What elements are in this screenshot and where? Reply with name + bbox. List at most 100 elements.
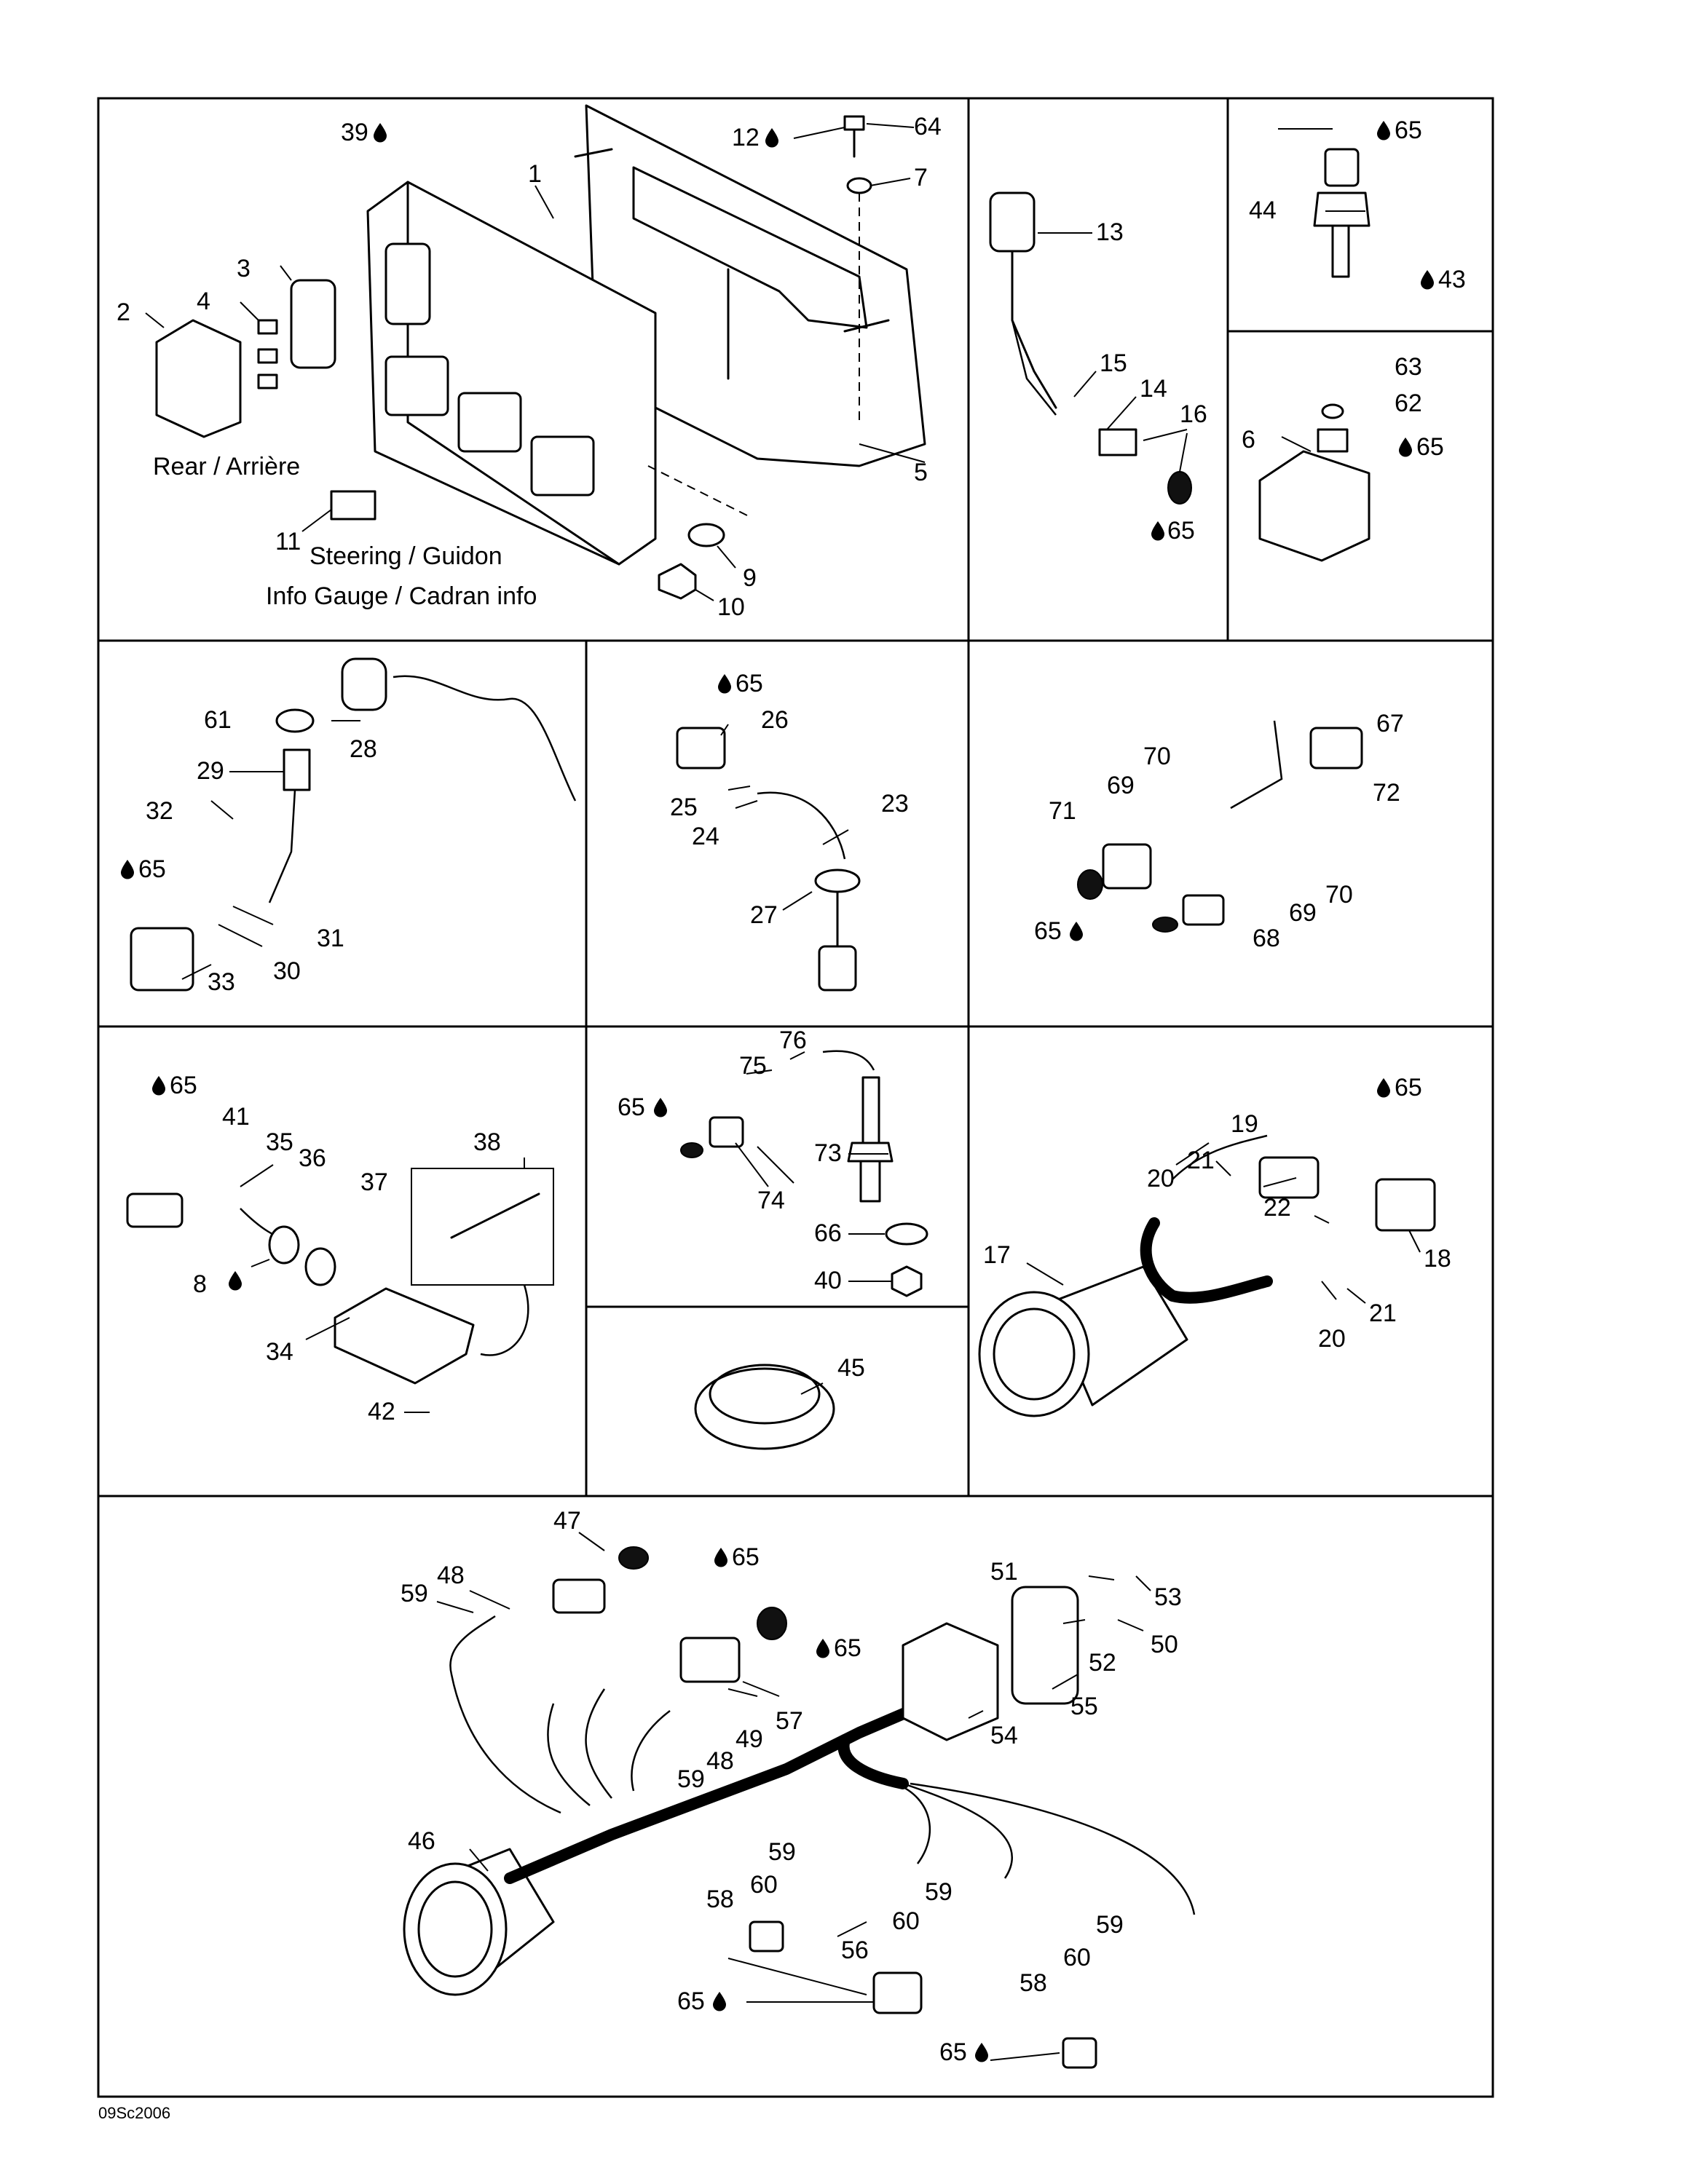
callout-67: 67 [1376, 710, 1404, 737]
oil-drop-icon [152, 1076, 165, 1096]
callout-18: 18 [1424, 1245, 1451, 1273]
callout-36: 36 [299, 1144, 326, 1172]
callout-4: 4 [197, 288, 210, 315]
callout-53: 53 [1154, 1583, 1182, 1611]
callout-29: 29 [197, 757, 224, 785]
callout-45: 45 [837, 1354, 865, 1382]
oil-drop-icon [1421, 270, 1434, 290]
callout-43: 43 [1438, 266, 1466, 293]
callout-31: 31 [317, 925, 344, 952]
callout-35: 35 [266, 1128, 293, 1156]
callout-60-a: 60 [750, 1871, 778, 1899]
callout-50: 50 [1151, 1631, 1178, 1658]
callout-30: 30 [273, 957, 301, 985]
callout-1: 1 [528, 160, 542, 188]
callout-34: 34 [266, 1338, 293, 1366]
callout-33: 33 [208, 968, 235, 996]
callout-11: 11 [275, 528, 301, 555]
callout-59-c: 59 [768, 1838, 796, 1866]
callout-65-g: 65 [170, 1072, 197, 1099]
callout-69-a: 69 [1107, 772, 1135, 799]
callout-49: 49 [735, 1725, 763, 1753]
callout-59-d: 59 [925, 1878, 953, 1906]
callout-69-b: 69 [1289, 899, 1317, 927]
callout-23: 23 [881, 790, 909, 818]
callout-22: 22 [1263, 1194, 1291, 1222]
sensor-23-illustration [676, 727, 861, 992]
callout-7: 7 [914, 164, 928, 191]
oil-drop-icon [1070, 922, 1083, 941]
callout-65-e: 65 [735, 670, 763, 697]
callout-65-i: 65 [1395, 1074, 1422, 1101]
callout-40: 40 [814, 1267, 842, 1294]
oil-drop-icon [121, 860, 134, 879]
steering-label: Steering / Guidon [309, 542, 502, 570]
callout-24: 24 [692, 823, 719, 850]
callout-60-b: 60 [892, 1907, 920, 1935]
callout-12: 12 [732, 124, 760, 151]
callout-27: 27 [750, 901, 778, 929]
callout-28: 28 [350, 735, 377, 763]
ring-45-illustration [694, 1364, 835, 1450]
oil-drop-icon [718, 674, 731, 694]
harness-46-illustration [403, 1546, 1196, 2069]
oil-drop-icon [1399, 438, 1412, 457]
callout-48-a: 48 [437, 1562, 465, 1589]
callout-48-b: 48 [706, 1747, 734, 1775]
tether-cord-illustration [130, 657, 577, 992]
callout-60-c: 60 [1063, 1944, 1091, 1971]
callout-73: 73 [814, 1139, 842, 1167]
callout-14: 14 [1140, 375, 1167, 403]
callout-10: 10 [717, 593, 745, 621]
oil-drop-icon [714, 1548, 727, 1567]
callout-44: 44 [1249, 197, 1277, 224]
callout-65-m: 65 [939, 2038, 967, 2066]
rear-label: Rear / Arrière [153, 453, 300, 480]
info-gauge-label: Info Gauge / Cadran info [266, 582, 537, 610]
callout-65-j: 65 [732, 1543, 760, 1571]
callout-59-a: 59 [401, 1580, 428, 1607]
gauge-17-illustration [978, 1134, 1436, 1417]
oil-drop-icon [654, 1098, 667, 1117]
callout-39: 39 [341, 119, 368, 146]
callout-numbers: 1 2 3 4 5 7 9 10 11 12 39 64 13 14 15 16… [117, 113, 1466, 2066]
callout-51: 51 [990, 1558, 1018, 1586]
callout-58-b: 58 [1019, 1969, 1047, 1997]
callout-65-l: 65 [677, 1987, 705, 2015]
callout-55: 55 [1070, 1693, 1098, 1720]
callout-65-d: 65 [138, 855, 166, 883]
callout-32: 32 [146, 797, 173, 825]
oil-drop-icon [1377, 121, 1390, 141]
callout-58-a: 58 [706, 1886, 734, 1913]
callout-6: 6 [1242, 426, 1255, 454]
callout-2: 2 [117, 298, 130, 326]
callout-72: 72 [1373, 779, 1400, 807]
callout-65-f: 65 [1034, 917, 1062, 945]
panel-frames [97, 97, 1494, 2098]
oil-drop-icon [229, 1271, 242, 1291]
callout-5: 5 [914, 459, 928, 486]
callout-42: 42 [368, 1398, 395, 1425]
callout-8: 8 [193, 1270, 207, 1298]
callout-56: 56 [841, 1936, 869, 1964]
sensor-44-illustration [1313, 148, 1370, 278]
callout-37: 37 [360, 1168, 388, 1196]
location-notes: Rear / Arrière Steering / Guidon Info Ga… [98, 453, 537, 2122]
oil-drop-icon [1151, 521, 1164, 541]
callout-54: 54 [990, 1722, 1018, 1749]
callout-71: 71 [1049, 797, 1076, 825]
callout-21-a: 21 [1187, 1147, 1215, 1174]
sensor-13-illustration [989, 191, 1192, 505]
callout-65-k: 65 [834, 1634, 861, 1662]
oil-drop-icon [713, 1992, 726, 2011]
callout-3: 3 [237, 255, 251, 282]
callout-41: 41 [222, 1103, 250, 1131]
callout-57: 57 [776, 1707, 803, 1735]
callout-70-a: 70 [1143, 743, 1171, 770]
callout-19: 19 [1231, 1110, 1258, 1138]
module-67-illustration [1077, 720, 1363, 933]
callout-20-a: 20 [1147, 1165, 1175, 1192]
callout-74: 74 [757, 1187, 785, 1214]
callout-16: 16 [1180, 400, 1207, 428]
callout-68: 68 [1253, 925, 1280, 952]
